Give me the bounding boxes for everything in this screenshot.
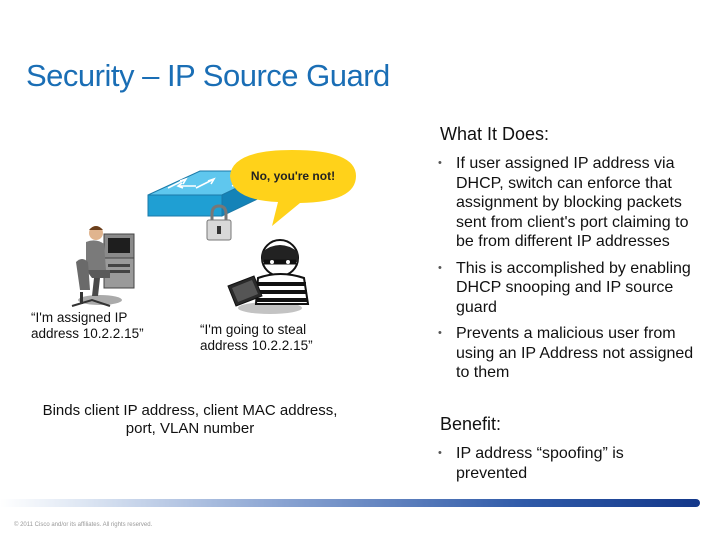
list-item-text: If user assigned IP address via DHCP, sw…	[456, 155, 689, 250]
speech-bubble: No, you're not!	[230, 150, 356, 226]
list-item: • This is accomplished by enabling DHCP …	[436, 259, 700, 318]
benefit-list: • IP address “spoofing” is prevented	[436, 444, 656, 490]
what-it-does-list: • If user assigned IP address via DHCP, …	[436, 154, 700, 390]
binds-description: Binds client IP address, client MAC addr…	[42, 402, 338, 437]
bullet-glyph: •	[438, 447, 442, 459]
footer-bar	[0, 499, 700, 507]
list-item: • Prevents a malicious user from using a…	[436, 324, 700, 383]
attacker-with-laptop-icon	[227, 239, 310, 314]
list-item: • IP address “spoofing” is prevented	[436, 444, 656, 483]
bullet-glyph: •	[438, 157, 442, 169]
slide-title: Security – IP Source Guard	[26, 58, 390, 93]
bullet-glyph: •	[438, 327, 442, 339]
user-at-computer-icon	[71, 226, 135, 307]
list-item-text: This is accomplished by enabling DHCP sn…	[456, 259, 691, 316]
copyright: © 2011 Cisco and/or its affiliates. All …	[14, 522, 153, 528]
list-item-text: IP address “spoofing” is prevented	[456, 445, 624, 482]
what-it-does-heading: What It Does:	[440, 124, 550, 144]
benefit-heading: Benefit:	[440, 414, 502, 434]
attacker-label: “I'm going to steal address 10.2.2.15”	[200, 322, 313, 353]
user-label: “I'm assigned IP address 10.2.2.15”	[31, 310, 144, 341]
switch-icon	[147, 170, 273, 217]
list-item: • If user assigned IP address via DHCP, …	[436, 154, 700, 252]
bubble-text: No, you're not!	[251, 169, 335, 183]
bullet-glyph: •	[438, 261, 442, 274]
lock-icon	[206, 204, 232, 241]
list-item-text: Prevents a malicious user from using an …	[456, 325, 694, 381]
